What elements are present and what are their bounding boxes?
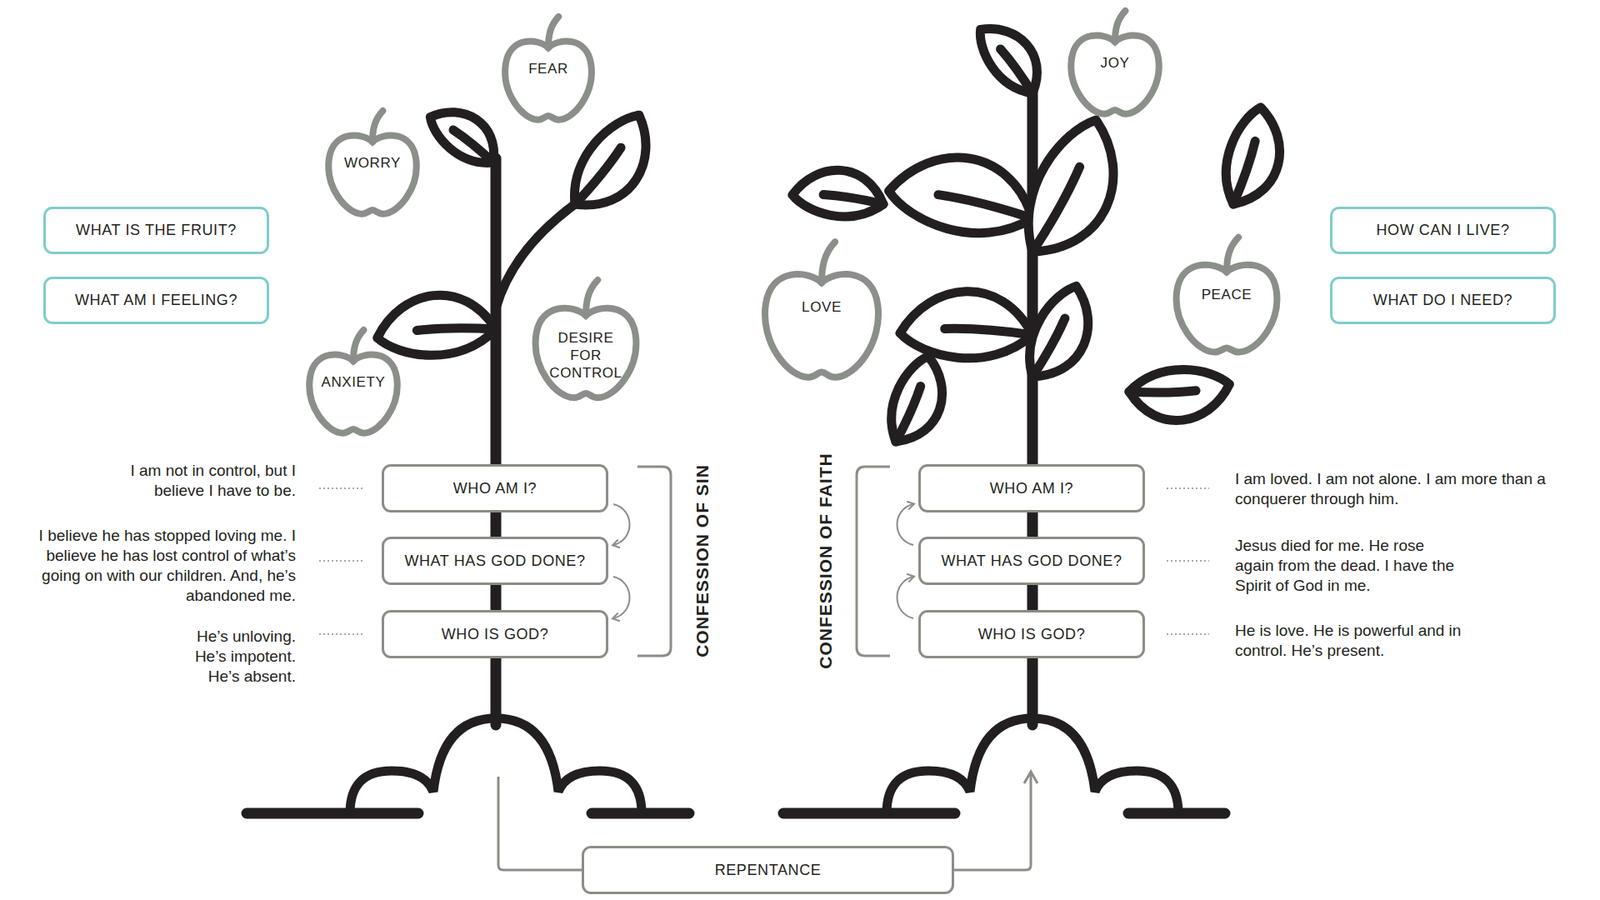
cycle-arrow [613, 504, 630, 545]
text-stack: WORRY [344, 154, 401, 172]
node-label: HOW CAN I LIVE? [1375, 221, 1510, 240]
fruit-apple: FEAR [497, 10, 600, 128]
text-stack: WHAT DO I NEED? [1373, 291, 1513, 310]
question-box: WHAT DO I NEED? [1330, 276, 1556, 325]
fruit-apple: PEACE [1167, 230, 1286, 361]
question-box: HOW CAN I LIVE? [1330, 206, 1556, 255]
node-label: WHAT HAS GOD DONE? [940, 552, 1122, 570]
fruit-apple: JOY [1063, 5, 1167, 122]
cycle-arrow [897, 576, 915, 619]
text-stack: LOVE [801, 298, 842, 316]
fruit-apple: ANXIETY [301, 324, 405, 441]
truth-note: He is love. He is powerful and in contro… [1235, 620, 1485, 661]
text-stack: REPENTANCE [715, 861, 822, 880]
cycle-arrow [613, 576, 630, 619]
confession-box: WHAT HAS GOD DONE? [918, 536, 1145, 585]
bracket [637, 466, 890, 656]
text-stack: DESIRE FOR CONTROL [547, 329, 625, 382]
question-box: WHAT AM I FEELING? [43, 276, 270, 325]
question-box: WHAT IS THE FRUIT? [43, 206, 270, 255]
fruit-apple: DESIRE FOR CONTROL [526, 273, 645, 407]
node-label: WHAT AM I FEELING? [75, 291, 238, 310]
confession-box: WHO IS GOD? [918, 610, 1145, 659]
text-stack: FEAR [528, 60, 569, 78]
text-stack: WHAT HAS GOD DONE? [404, 552, 585, 570]
text-stack: WHAT HAS GOD DONE? [940, 552, 1122, 570]
confession-box: WHO AM I? [381, 464, 609, 513]
confession-box: WHO IS GOD? [381, 610, 609, 659]
text-stack: ANXIETY [321, 373, 386, 391]
truth-note: Jesus died for me. He rose again from th… [1235, 535, 1462, 596]
truth-note: I am loved. I am not alone. I am more th… [1235, 469, 1552, 510]
node-label: WHAT DO I NEED? [1373, 291, 1513, 310]
text-stack: JOY [1100, 54, 1130, 72]
node-label: WHO IS GOD? [978, 625, 1086, 644]
node-label: LOVE [801, 298, 842, 316]
confession-box: WHO AM I? [918, 464, 1145, 513]
text-stack: WHO AM I? [453, 480, 537, 498]
text-stack: PEACE [1201, 285, 1253, 304]
belief-note: He’s unloving. He’s impotent. He’s absen… [179, 626, 296, 687]
node-label: FEAR [528, 60, 569, 78]
belief-note: I am not in control, but I believe I hav… [109, 460, 296, 501]
text-stack: WHO AM I? [990, 480, 1074, 498]
fruit-apple: WORRY [320, 105, 425, 222]
node-label: WHO AM I? [990, 480, 1074, 498]
confession-box: REPENTANCE [581, 845, 955, 895]
node-label: DESIRE FOR CONTROL [547, 329, 625, 382]
text-stack: WHAT AM I FEELING? [75, 291, 238, 310]
node-label: WHAT IS THE FRUIT? [75, 221, 237, 240]
confession-box: WHAT HAS GOD DONE? [381, 536, 609, 585]
right-tree [783, 18, 1303, 814]
left-tree [246, 95, 690, 814]
node-label: JOY [1100, 54, 1130, 72]
fruit-apple: LOVE [755, 234, 889, 388]
bracket-title: CONFESSION OF FAITH [815, 452, 836, 669]
text-stack: WHO IS GOD? [978, 625, 1086, 644]
node-label: WORRY [344, 154, 401, 172]
text-stack: WHAT IS THE FRUIT? [75, 221, 237, 240]
bracket-title: CONFESSION OF SIN [692, 464, 713, 658]
belief-note: I believe he has stopped loving me. I be… [8, 525, 296, 606]
text-stack: HOW CAN I LIVE? [1375, 221, 1510, 240]
text-stack: WHO IS GOD? [441, 625, 550, 644]
node-label: WHO IS GOD? [441, 625, 550, 644]
node-label: ANXIETY [321, 373, 386, 391]
node-label: WHAT HAS GOD DONE? [404, 552, 585, 570]
cycle-arrow [897, 504, 915, 545]
node-label: PEACE [1201, 285, 1253, 304]
node-label: WHO AM I? [453, 480, 537, 498]
node-label: REPENTANCE [715, 861, 822, 880]
